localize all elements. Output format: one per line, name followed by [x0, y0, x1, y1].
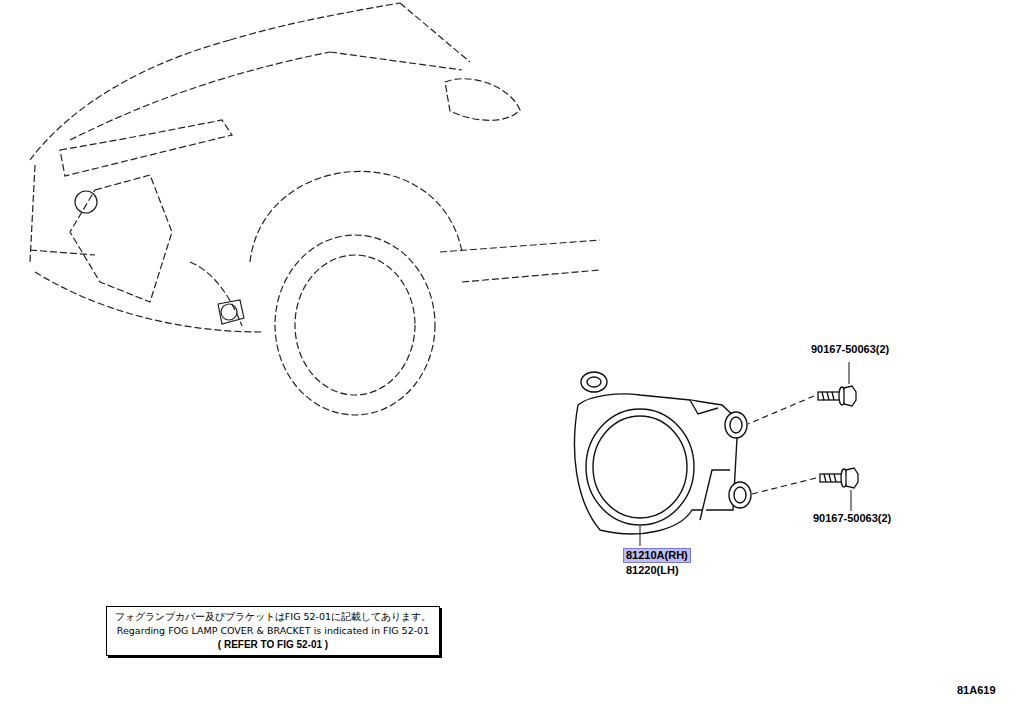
note-text: ( REFER TO FIG 52-01 ): [115, 638, 431, 652]
figure-number: 81A619: [955, 684, 998, 697]
emblem: [75, 191, 97, 213]
note-text: Regarding FOG LAMP COVER & BRACKET is in…: [115, 624, 431, 638]
car-outline: [30, 3, 600, 415]
fog-lamp: [574, 372, 751, 534]
small-fog-lamp: [218, 300, 244, 324]
part-number: 81210A(RH): [624, 549, 690, 562]
part-number: 81220(LH): [624, 564, 681, 577]
assembly-line: [748, 396, 816, 494]
bolt: [818, 386, 858, 488]
note-box: フォグランプカバー及びブラケットはFIG 52-01に記載してあります。Rega…: [106, 606, 440, 656]
part-number: 90167-50063(2): [809, 343, 891, 356]
part-number: 90167-50063(2): [811, 512, 893, 525]
note-text: フォグランプカバー及びブラケットはFIG 52-01に記載してあります。: [115, 610, 431, 624]
